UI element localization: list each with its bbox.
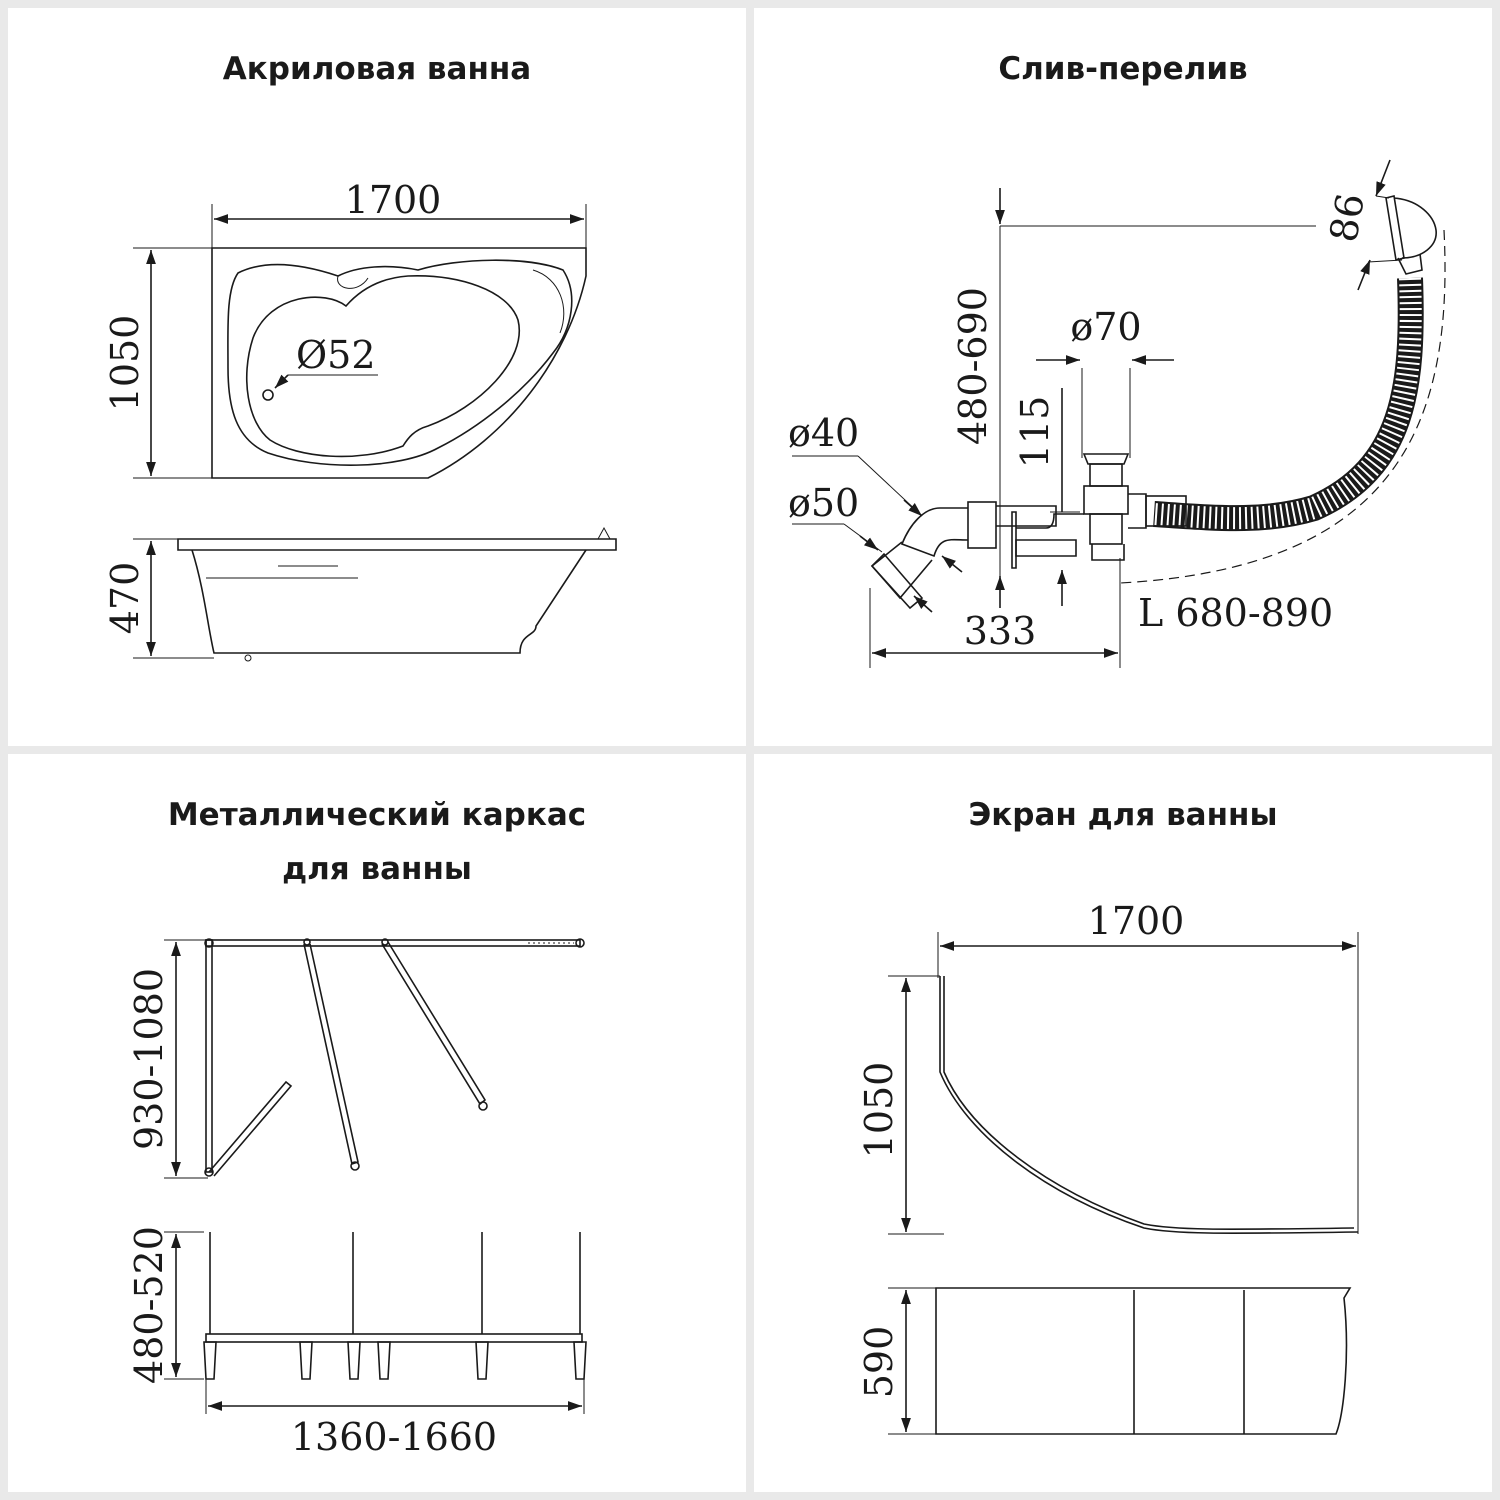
tub-side-view: 470 (103, 526, 617, 662)
length-dimension: 1700 (211, 178, 587, 248)
screen-panel: Экран для ванны 1700 1050 590 (754, 754, 1492, 1492)
screen-width-label: 1050 (857, 1062, 901, 1159)
drain-drawing: 86 480-690 ø70 115 (788, 159, 1446, 668)
screen-front-view: 590 (857, 1287, 1352, 1435)
frame-title: Металлический каркас для ванны (8, 788, 746, 896)
frame-panel: Металлический каркас для ванны 930-1080 (8, 754, 746, 1492)
d40-label: ø40 (788, 411, 859, 455)
length-range-label: L 680-890 (1138, 591, 1333, 635)
w333-dimension: 333 (869, 558, 1121, 668)
frame-title-line2: для ванны (282, 851, 472, 887)
height-label: 470 (103, 562, 147, 635)
drain-diameter-label: Ø52 (296, 333, 376, 377)
screen-top-view: 1700 1050 (857, 899, 1359, 1235)
overflow-head (1385, 195, 1437, 275)
tub-top-view: Ø52 (211, 247, 587, 479)
frame-drawing: 930-1080 480-520 (127, 938, 587, 1459)
frame-title-line1: Металлический каркас (167, 797, 587, 833)
h115-dimension: 115 (1013, 388, 1080, 606)
drain-panel: Слив-перелив 86 4 (754, 8, 1492, 746)
screen-length-label: 1700 (1088, 899, 1185, 943)
width-dimension: 1050 (103, 247, 212, 479)
d70-dimension: ø70 (1036, 305, 1174, 458)
overflow-size-label: 86 (1321, 190, 1373, 245)
bathtub-panel: Акриловая ванна 1700 1050 (8, 8, 746, 746)
length-label: 1700 (345, 178, 442, 222)
d70-label: ø70 (1070, 305, 1141, 349)
height-range-label: 480-690 (951, 287, 995, 445)
screen-height-label: 590 (857, 1326, 901, 1399)
drain-assembly (870, 453, 1187, 610)
h115-label: 115 (1013, 396, 1057, 469)
height-dimension: 480-690 (951, 188, 1005, 608)
overflow-dimension: 86 (1321, 159, 1403, 291)
d40-dimension: ø40 (788, 411, 963, 573)
corrugated-hose (1153, 277, 1424, 532)
width-label: 1050 (103, 315, 147, 412)
bathtub-drawing: 1700 1050 Ø52 (103, 178, 617, 662)
frame-width-label: 930-1080 (127, 968, 171, 1150)
screen-title: Экран для ванны (968, 797, 1278, 833)
d50-label: ø50 (788, 481, 859, 525)
hose-extension-line (1119, 229, 1446, 584)
frame-length-label: 1360-1660 (291, 1415, 497, 1459)
frame-height-label: 480-520 (127, 1226, 171, 1384)
screen-drawing: 1700 1050 590 (857, 899, 1359, 1435)
bathtub-title: Акриловая ванна (222, 51, 532, 87)
drain-title: Слив-перелив (998, 51, 1248, 87)
d50-dimension: ø50 (788, 481, 933, 613)
w333-label: 333 (964, 609, 1037, 653)
frame-top-view: 930-1080 (127, 938, 585, 1179)
frame-side-view: 480-520 1360-1660 (127, 1226, 587, 1459)
